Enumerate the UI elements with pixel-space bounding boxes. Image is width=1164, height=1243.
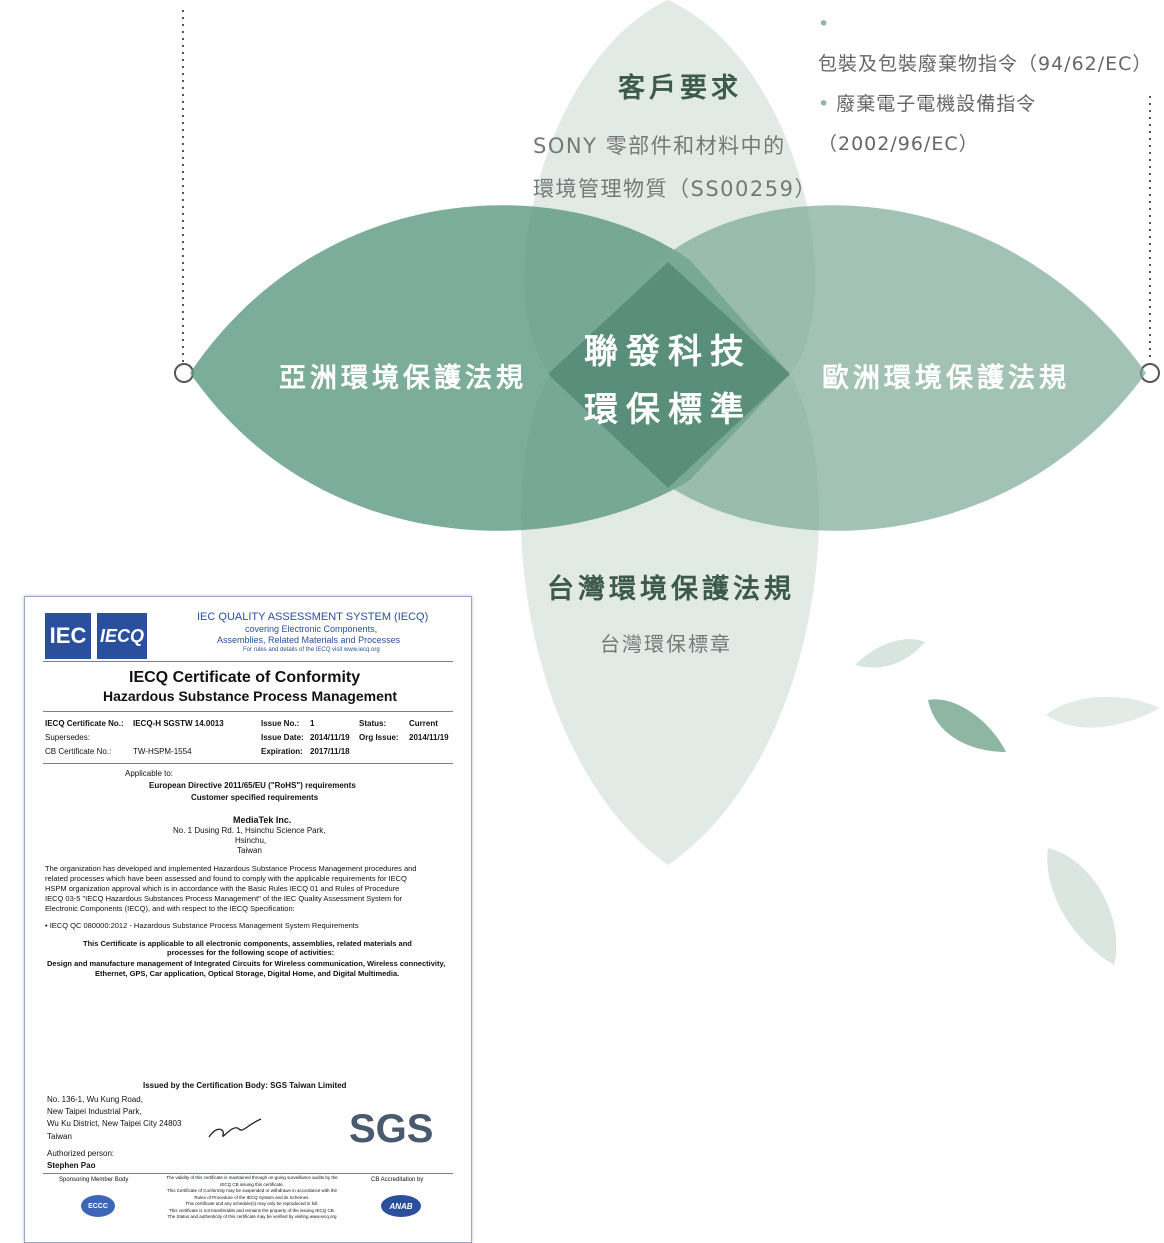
company-address-1: No. 1 Dusing Rd. 1, Hsinchu Science Park… [173,826,326,835]
sgs-address-1: No. 136-1, Wu Kung Road, [47,1095,143,1104]
bullet-dot-icon: • [818,13,831,35]
applicable-label: Applicable to: [125,769,174,778]
authorized-label: Authorized person: [47,1149,115,1158]
regulation-bullet-list: •包裝及包裝廢棄物指令（94/62/EC） •廢棄電子電機設備指令（2002/9… [818,4,1164,164]
customer-req-text: Customer specified requirements [191,793,319,802]
sgs-logo: SGS [349,1107,434,1151]
cert-scope-line: This Certificate is applicable to all el… [83,939,412,948]
org-issue-date: 2014/11/19 [409,733,449,742]
eccc-badge: ECCC [81,1195,115,1217]
cert-header-3: Assemblies, Related Materials and Proces… [217,635,401,645]
decorative-leaf-4 [1047,848,1117,965]
europe-regulations-title: 歐洲環境保護法規 [822,363,1070,394]
iec-logo: IEC [45,613,91,659]
cert-scope-line: Design and manufacture management of Int… [47,959,446,968]
taiwan-eco-label-text: 台灣環保標章 [600,632,732,656]
signature [208,1118,262,1138]
decorative-leaf-1 [855,639,925,668]
cert-header-2: covering Electronic Components, [245,624,378,634]
sgs-address-4: Taiwan [47,1132,72,1141]
decorative-leaf-2 [928,699,1006,752]
iecq-logo: IECQ [97,613,147,659]
cert-number: IECQ-H SGSTW 14.0013 [133,719,224,728]
cert-title: IECQ Certificate of Conformity [129,669,361,686]
cb-cert-label: CB Certificate No.: [45,747,112,756]
status-value: Current [409,719,438,728]
issue-date-label: Issue Date: [261,733,304,742]
cert-header-1: IEC QUALITY ASSESSMENT SYSTEM (IECQ) [197,611,429,623]
customer-requirements-line1: SONY 零部件和材料中的 [533,134,786,158]
cert-paragraph-line: IECQ 03-5 "IECQ Hazardous Substances Pro… [45,894,403,903]
expiration-date: 2017/11/18 [310,747,350,756]
expiration-label: Expiration: [261,747,303,756]
cert-divider [43,711,453,712]
cb-cert-number: TW-HSPM-1554 [133,747,192,756]
taiwan-regulations-title: 台灣環境保護法規 [547,574,795,605]
asia-regulations-title: 亞洲環境保護法規 [279,363,527,394]
status-label: Status: [359,719,387,728]
org-issue-label: Org Issue: [359,733,399,742]
issue-no: 1 [310,719,315,728]
company-address-3: Taiwan [237,846,262,855]
cert-divider [43,1173,453,1174]
sgs-address-2: New Taipei Industrial Park, [47,1107,142,1116]
fine-print: The validity of this certificate is main… [166,1175,338,1219]
issue-date: 2014/11/19 [310,733,350,742]
cert-subtitle: Hazardous Substance Process Management [103,688,398,704]
iecq-certificate: IEC IECQ IEC QUALITY ASSESSMENT SYSTEM (… [24,596,472,1243]
list-item: •包裝及包裝廢棄物指令（94/62/EC） [818,13,1153,75]
company-name: MediaTek Inc. [233,815,292,825]
cert-paragraph-line: HSPM organization approval which is in a… [45,884,400,893]
cert-scope-line: processes for the following scope of act… [167,948,335,957]
cert-divider [43,763,453,764]
company-address-2: Hsinchu, [235,836,267,845]
center-title-line2: 環保標準 [584,390,752,430]
cert-paragraph-line: The organization has developed and imple… [45,864,417,873]
cb-accreditation-label: CB Accreditation by [371,1177,424,1183]
customer-requirements-line2: 環境管理物質（SS00259） [533,177,817,201]
list-item: •廢棄電子電機設備指令（2002/96/EC） [818,93,1037,155]
sgs-address-3: Wu Ku District, New Taipei City 24803 [47,1119,182,1128]
cert-header-4: For rules and details of the IECQ visit … [243,647,380,653]
issued-by: Issued by the Certification Body: SGS Ta… [143,1081,347,1090]
decorative-leaf-3 [1046,696,1160,728]
authorized-name: Stephen Pao [47,1161,96,1170]
center-title-line1: 聯發科技 [584,332,752,372]
issue-no-label: Issue No.: [261,719,300,728]
supersedes-label: Supersedes: [45,733,90,742]
cert-number-label: IECQ Certificate No.: [45,719,124,728]
cert-spec: • IECQ QC 080000:2012 - Hazardous Substa… [45,921,359,930]
directive-text: European Directive 2011/65/EU ("RoHS") r… [149,781,356,790]
cert-paragraph-line: related processes which have been assess… [45,874,407,883]
cert-paragraph-line: Electronic Components (IECQ), and with r… [45,904,295,913]
bullet-dot-icon: • [818,93,831,115]
cert-divider [43,661,453,662]
anab-badge: ANAB [381,1195,421,1217]
center-diamond [548,262,790,488]
cert-scope-line: Ethernet, GPS, Car application, Optical … [95,969,400,978]
sponsoring-label: Sponsoring Member Body [59,1177,129,1183]
customer-requirements-title: 客戶要求 [618,73,742,104]
